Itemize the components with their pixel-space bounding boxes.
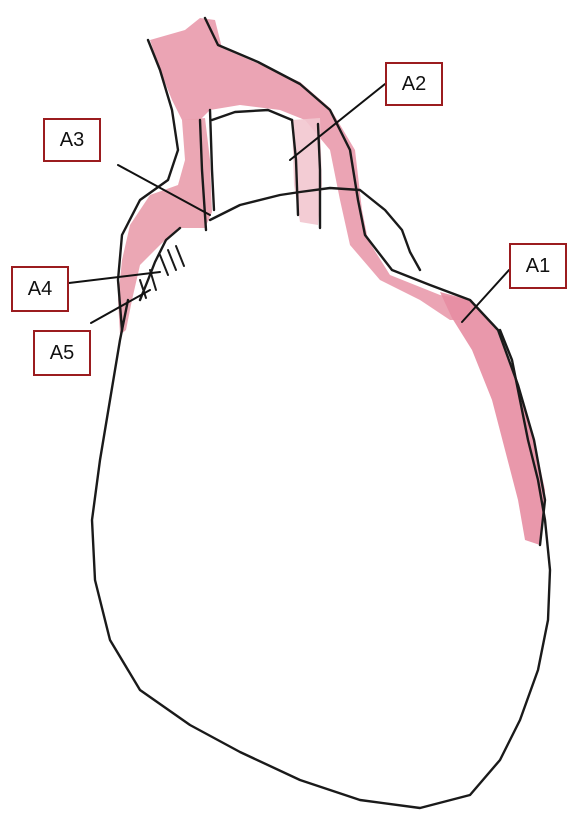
left-branch-vessel — [118, 118, 212, 335]
label-a3: A3 — [43, 118, 101, 162]
leader-a1 — [462, 270, 509, 322]
label-a5: A5 — [33, 330, 91, 376]
aortic-arch — [118, 18, 545, 545]
label-a2: A2 — [385, 62, 443, 106]
label-a1: A1 — [509, 243, 567, 289]
heart-outline — [92, 300, 550, 808]
descending-vessel — [440, 292, 545, 545]
label-a4: A4 — [11, 266, 69, 312]
